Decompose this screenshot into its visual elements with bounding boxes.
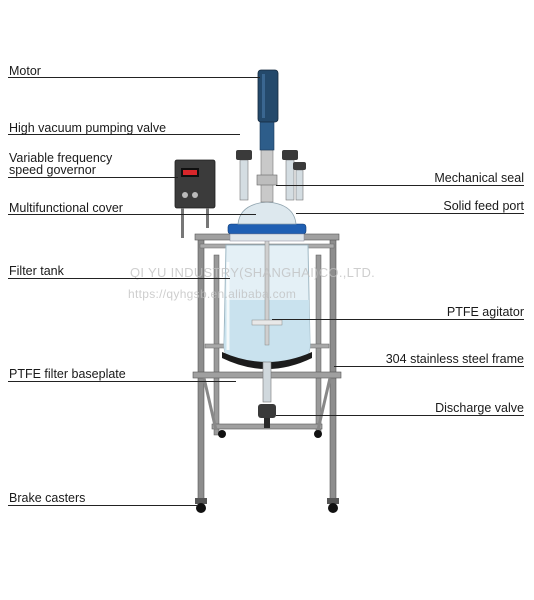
agitator-blade [251, 319, 283, 326]
leader-ptfe-agitator [272, 319, 524, 320]
leader-multifunctional-cover [8, 214, 256, 215]
brake-caster-right [327, 498, 339, 513]
motor-body [257, 69, 279, 123]
leader-discharge-valve [276, 415, 524, 416]
label-motor: Motor [9, 64, 41, 78]
blue-flange [227, 223, 307, 235]
leader-vf-governor [8, 177, 178, 178]
label-steel-frame: 304 stainless steel frame [385, 352, 524, 366]
watermark-company: QI YU INDUSTRY(SHANGHAI)CO.,LTD. [130, 265, 376, 280]
label-vf-governor-line2: speed governor [9, 163, 96, 177]
leader-filter-tank [8, 278, 230, 279]
label-multifunctional-cover: Multifunctional cover [9, 201, 123, 215]
motor-coupling [259, 117, 275, 151]
leader-solid-feed-port [296, 213, 524, 214]
leader-brake-casters [8, 505, 198, 506]
label-filter-tank: Filter tank [9, 264, 64, 278]
leader-mechanical-seal [276, 185, 524, 186]
watermark-url: https://qyhgsb.en.alibaba.com [128, 287, 297, 301]
leader-ptfe-filter-baseplate [8, 381, 236, 382]
label-discharge-valve: Discharge valve [435, 401, 524, 415]
label-vacuum-valve: High vacuum pumping valve [9, 121, 167, 135]
caster-inner-right [314, 430, 322, 438]
leader-steel-frame [334, 366, 524, 367]
leader-motor [8, 77, 260, 78]
label-ptfe-filter-baseplate: PTFE filter baseplate [9, 367, 126, 381]
control-box [174, 159, 216, 209]
label-solid-feed-port: Solid feed port [443, 199, 524, 213]
multifunctional-cover [237, 201, 297, 225]
brake-caster-left [195, 498, 207, 513]
caster-inner-left [218, 430, 226, 438]
label-mechanical-seal: Mechanical seal [434, 171, 524, 185]
label-vf-governor-line1: Variable frequency [9, 151, 113, 165]
discharge-valve-body [258, 404, 276, 418]
filter-baseplate [222, 352, 312, 369]
leader-vacuum-valve [8, 134, 240, 135]
label-ptfe-agitator: PTFE agitator [446, 305, 524, 319]
label-brake-casters: Brake casters [9, 491, 86, 505]
